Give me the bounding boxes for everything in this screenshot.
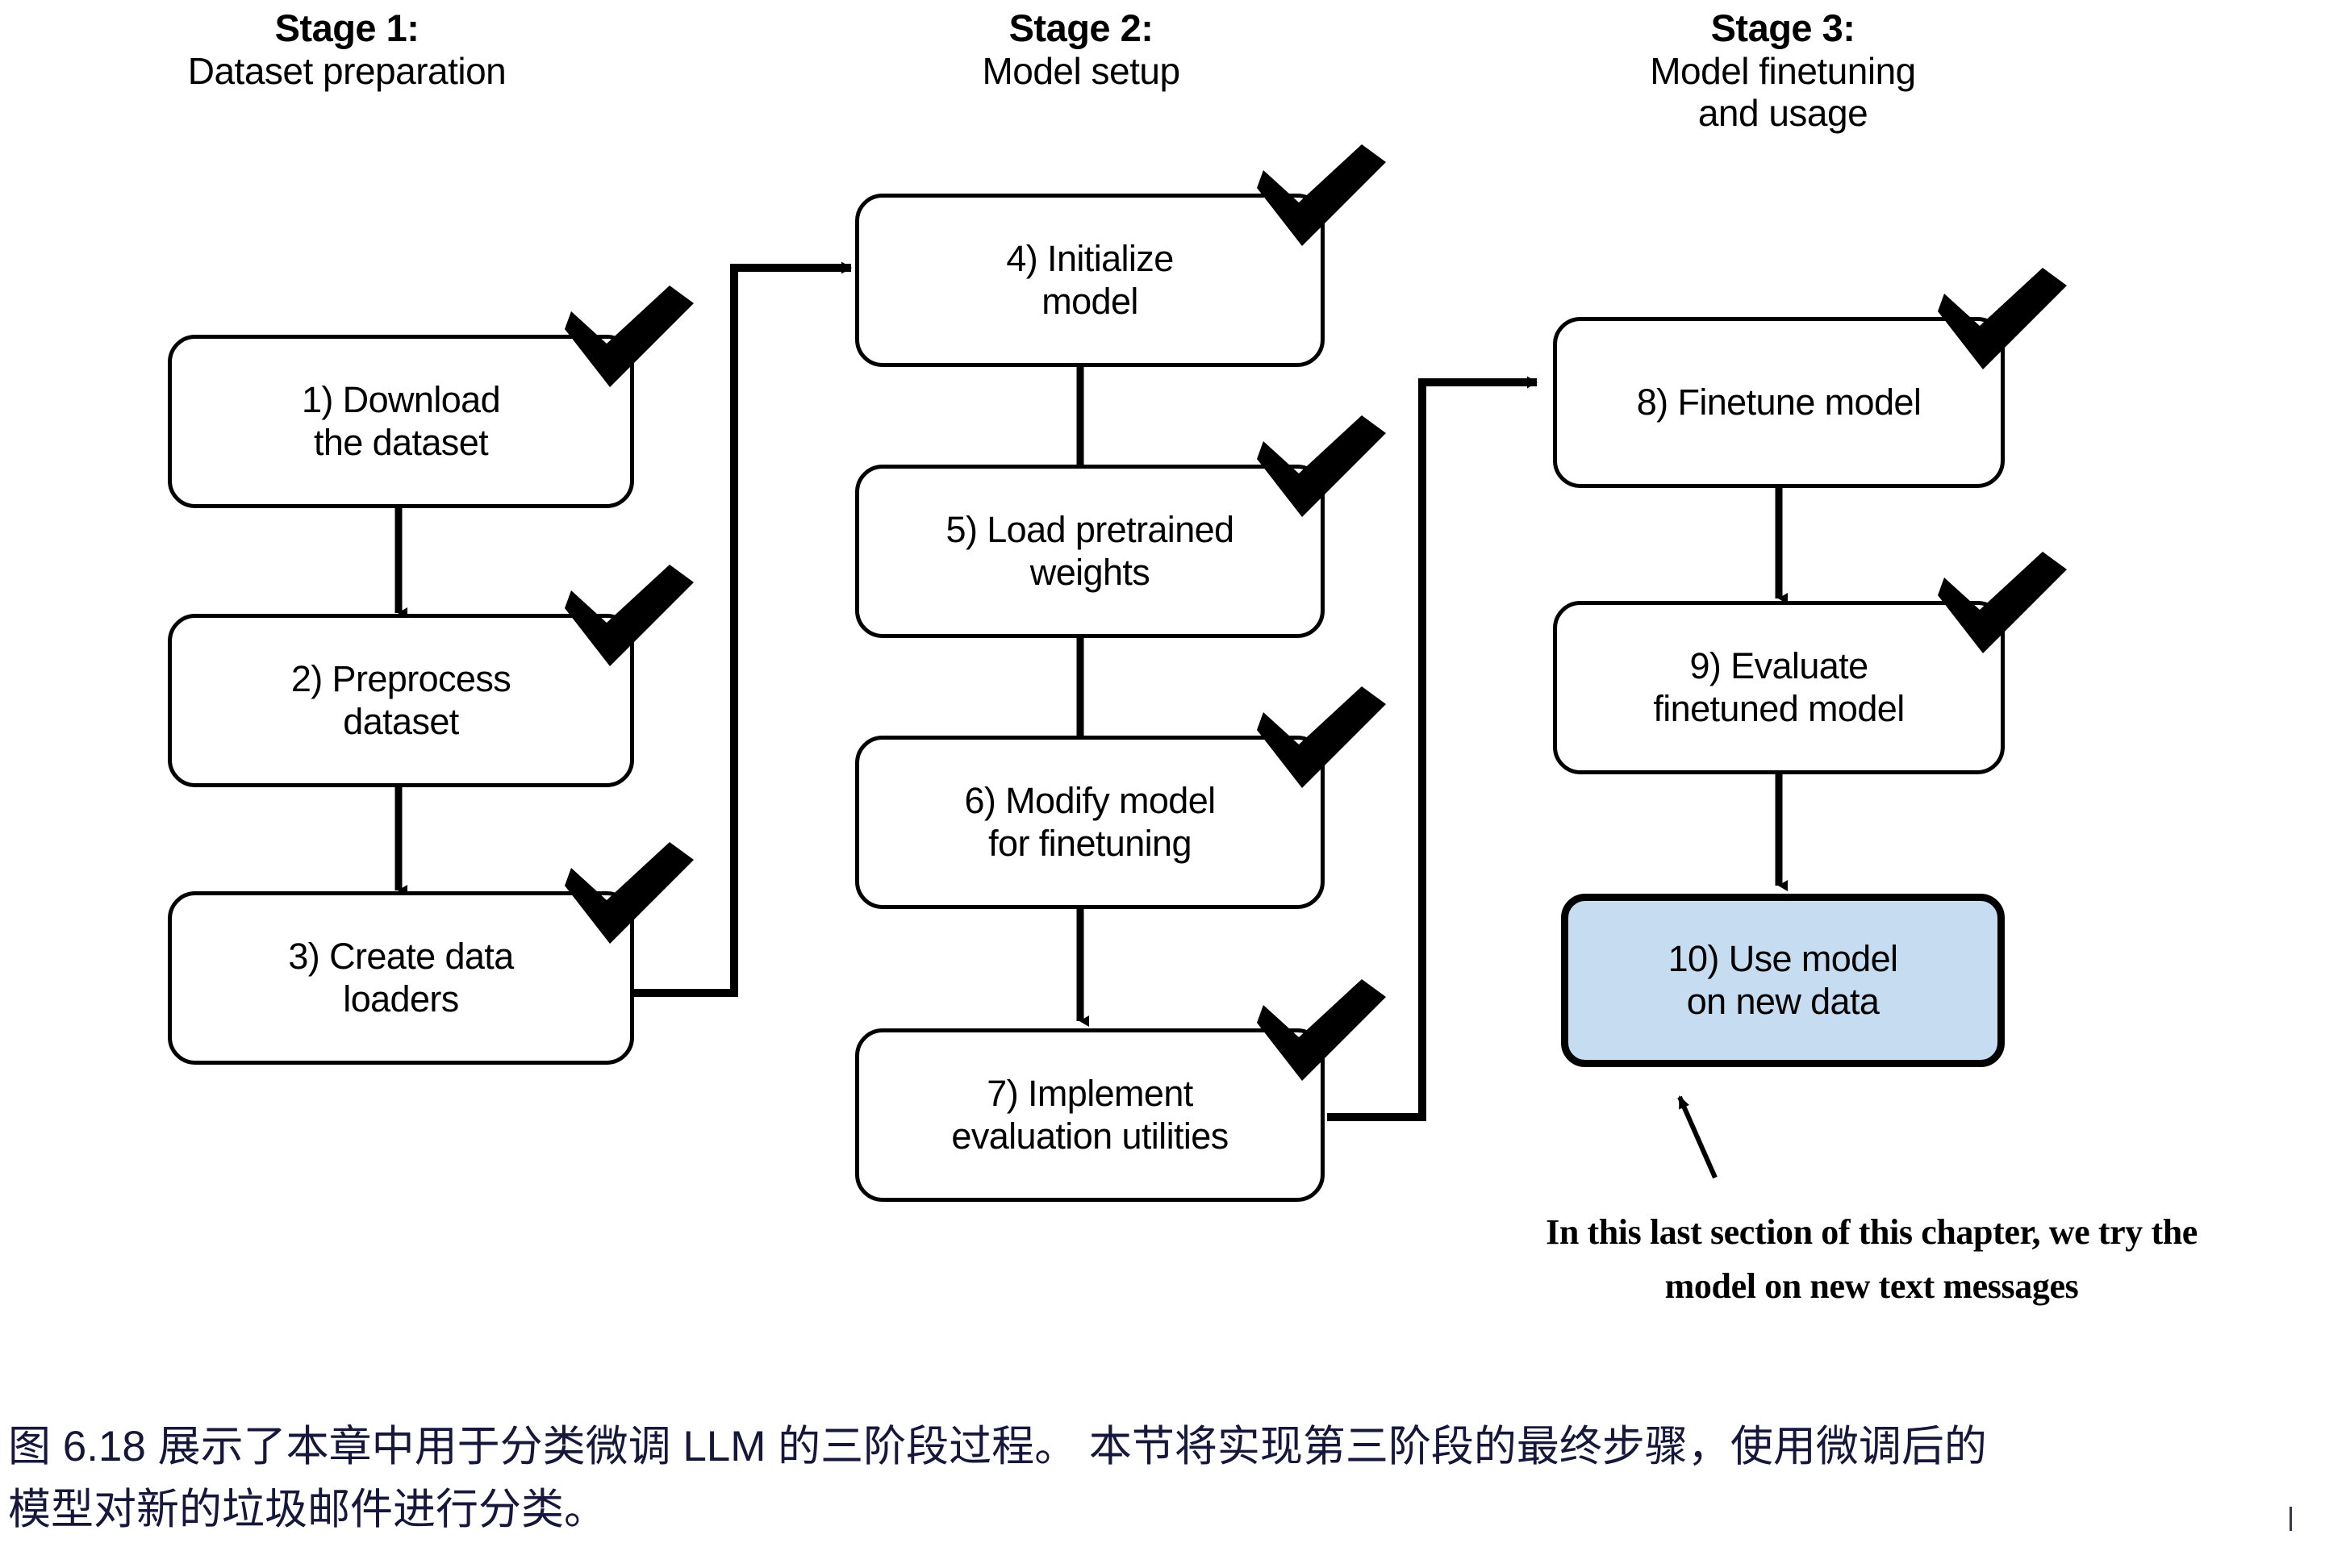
stage-2-heading: Stage 2:: [1008, 6, 1154, 49]
stage-title-3: Stage 3: Model finetuning and usage: [1525, 6, 2041, 134]
stage-title-1: Stage 1: Dataset preparation: [81, 6, 613, 92]
annotation-line-1: In this last section of this chapter, we…: [1546, 1212, 2198, 1252]
stage-2-subheading: Model setup: [982, 49, 1180, 92]
node-5-line2: weights: [1029, 551, 1150, 593]
node-2-line1: 2) Preprocess: [290, 657, 511, 699]
node-6-line2: for finetuning: [988, 822, 1192, 864]
node-evaluate-finetuned-model[interactable]: 9) Evaluate finetuned model: [1553, 601, 2005, 774]
node-2-line2: dataset: [343, 700, 459, 742]
node-10-line1: 10) Use model: [1668, 937, 1898, 979]
node-create-data-loaders[interactable]: 3) Create data loaders: [168, 891, 634, 1065]
node-download-dataset[interactable]: 1) Download the dataset: [168, 335, 634, 508]
node-3-line2: loaders: [343, 978, 459, 1020]
node-use-model-on-new-data[interactable]: 10) Use model on new data: [1561, 894, 2005, 1067]
node-1-line1: 1) Download: [301, 378, 501, 420]
figure-caption: 图 6.18 展示了本章中用于分类微调 LLM 的三阶段过程。 本节将实现第三阶…: [8, 1416, 2317, 1542]
node-7-line2: evaluation utilities: [951, 1115, 1229, 1157]
node-finetune-model[interactable]: 8) Finetune model: [1553, 317, 2005, 488]
stage-title-2: Stage 2: Model setup: [831, 6, 1331, 92]
stage-3-subheading-line2: and usage: [1697, 92, 1868, 135]
node-implement-evaluation-utilities[interactable]: 7) Implement evaluation utilities: [855, 1028, 1325, 1202]
connector-stage2-to-stage3: [1327, 376, 1538, 1121]
node-7-line1: 7) Implement: [987, 1072, 1193, 1114]
node-3-line1: 3) Create data: [288, 935, 514, 977]
annotation-line-2: model on new text messages: [1664, 1266, 2079, 1306]
stage-3-heading: Stage 3:: [1710, 6, 1855, 49]
node-preprocess-dataset[interactable]: 2) Preprocess dataset: [168, 614, 634, 787]
node-6-line1: 6) Modify model: [964, 779, 1216, 821]
page-edge-tick: [2290, 1507, 2292, 1531]
flowchart-figure: Stage 1: Dataset preparation Stage 2: Mo…: [81, 6, 2299, 1314]
node-5-line1: 5) Load pretrained: [945, 508, 1235, 550]
node-4-line2: model: [1041, 280, 1138, 322]
caption-line-1: 图 6.18 展示了本章中用于分类微调 LLM 的三阶段过程。 本节将实现第三阶…: [8, 1423, 1987, 1470]
node-modify-model-for-finetuning[interactable]: 6) Modify model for finetuning: [855, 736, 1325, 909]
node-9-line1: 9) Evaluate: [1689, 644, 1868, 686]
caption-line-2: 模型对新的垃圾邮件进行分类。: [8, 1486, 607, 1534]
flowchart-connectors: [394, 261, 1788, 1179]
stage-1-subheading: Dataset preparation: [187, 49, 507, 92]
node-8-line1: 8) Finetune model: [1636, 381, 1922, 423]
stage-3-subheading-line1: Model finetuning: [1650, 49, 1916, 92]
node-10-line2: on new data: [1686, 980, 1880, 1022]
annotation-note: In this last section of this chapter, we…: [1444, 1206, 2299, 1314]
annotation-pointer-arrow: [1677, 1095, 1718, 1179]
node-load-pretrained-weights[interactable]: 5) Load pretrained weights: [855, 465, 1325, 638]
node-1-line2: the dataset: [313, 421, 489, 463]
connector-stage1-to-stage2: [633, 261, 852, 997]
node-4-line1: 4) Initialize: [1006, 237, 1174, 279]
stage-1-heading: Stage 1:: [274, 6, 420, 49]
node-initialize-model[interactable]: 4) Initialize model: [855, 194, 1325, 367]
node-9-line2: finetuned model: [1653, 687, 1905, 729]
